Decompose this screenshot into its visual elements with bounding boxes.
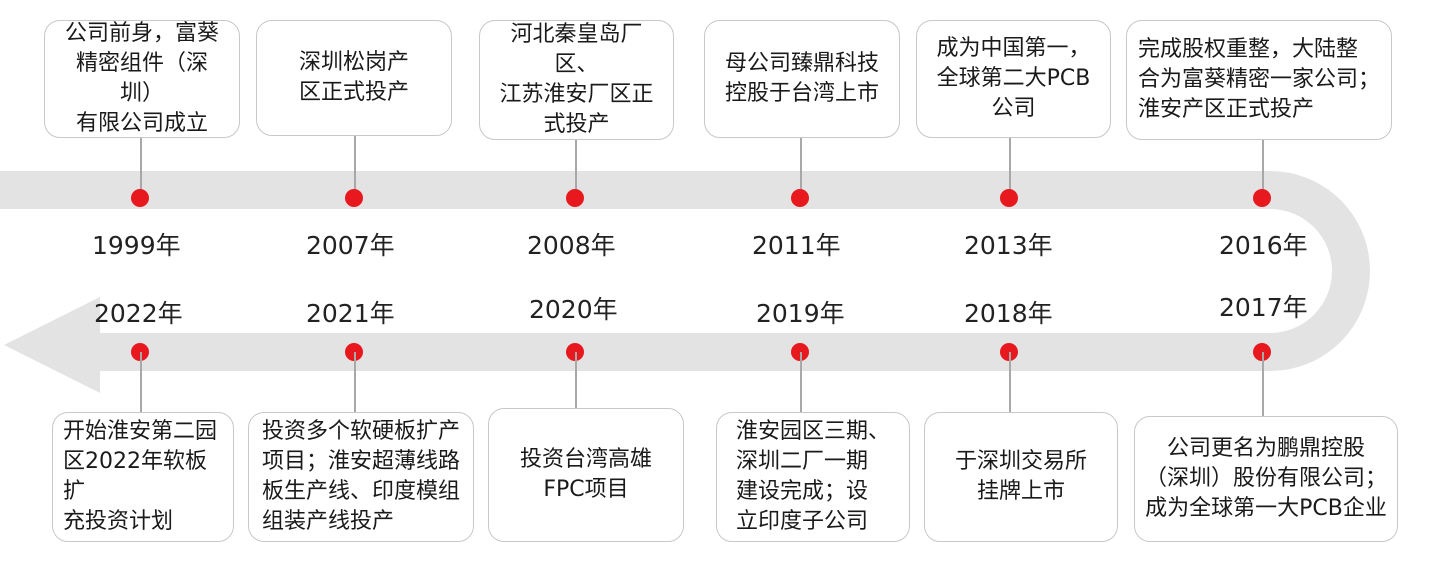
year-2007: 2007年 xyxy=(306,231,395,260)
connector-2018 xyxy=(1009,352,1011,412)
event-box-2021: 投资多个软硬板扩产 项目；淮安超薄线路 板生产线、印度模组 组装产线投产 xyxy=(248,412,474,542)
connector-2008 xyxy=(575,140,577,198)
connector-1999 xyxy=(140,138,142,198)
year-2008: 2008年 xyxy=(527,231,616,260)
dot-2008 xyxy=(566,189,584,207)
dot-1999 xyxy=(131,189,149,207)
connector-2007 xyxy=(354,136,356,198)
connector-2020 xyxy=(575,352,577,408)
event-text-2007: 深圳松岗产 区正式投产 xyxy=(298,50,409,105)
year-2011: 2011年 xyxy=(752,231,841,260)
event-box-2017: 公司更名为鹏鼎控股 （深圳）股份有限公司； 成为全球第一大PCB企业 xyxy=(1134,416,1398,542)
event-text-1999: 公司前身，富葵 精密组件（深圳） 有限公司成立 xyxy=(64,21,219,136)
event-text-2017: 公司更名为鹏鼎控股 （深圳）股份有限公司； 成为全球第一大PCB企业 xyxy=(1145,436,1388,521)
connector-2011 xyxy=(800,138,802,198)
connector-2016 xyxy=(1262,140,1264,198)
dot-2016 xyxy=(1253,189,1271,207)
dot-2013 xyxy=(1000,189,1018,207)
event-box-2013: 成为中国第一， 全球第二大PCB 公司 xyxy=(916,20,1111,138)
dot-2011 xyxy=(791,189,809,207)
year-2019: 2019年 xyxy=(756,299,845,328)
timeline-track-band xyxy=(0,171,1370,371)
year-2020: 2020年 xyxy=(529,295,618,324)
event-text-2022: 开始淮安第二园 区2022年软板扩 充投资计划 xyxy=(63,419,218,534)
dot-2007 xyxy=(345,189,363,207)
year-2017: 2017年 xyxy=(1219,293,1308,322)
event-box-1999: 公司前身，富葵 精密组件（深圳） 有限公司成立 xyxy=(44,20,240,138)
year-2018: 2018年 xyxy=(964,299,1053,328)
connector-2019 xyxy=(800,352,802,412)
year-2021: 2021年 xyxy=(306,299,395,328)
event-text-2021: 投资多个软硬板扩产 项目；淮安超薄线路 板生产线、印度模组 组装产线投产 xyxy=(261,419,460,534)
year-1999: 1999年 xyxy=(92,231,181,260)
event-text-2020: 投资台湾高雄 FPC项目 xyxy=(519,447,652,502)
connector-2022 xyxy=(140,352,142,412)
timeline-arrow-head xyxy=(4,297,100,393)
year-2022: 2022年 xyxy=(94,299,183,328)
connector-2013 xyxy=(1009,138,1011,198)
event-box-2020: 投资台湾高雄 FPC项目 xyxy=(488,408,684,542)
event-text-2018: 于深圳交易所 挂牌上市 xyxy=(954,449,1087,504)
event-text-2011: 母公司臻鼎科技 控股于台湾上市 xyxy=(724,51,879,106)
event-box-2022: 开始淮安第二园 区2022年软板扩 充投资计划 xyxy=(52,412,234,542)
event-box-2016: 完成股权重整，大陆整 合为富葵精密一家公司； 淮安产区正式投产 xyxy=(1126,20,1392,140)
connector-2021 xyxy=(354,352,356,412)
event-box-2011: 母公司臻鼎科技 控股于台湾上市 xyxy=(704,20,900,138)
event-text-2019: 淮安园区三期、 深圳二厂一期 建设完成；设 立印度子公司 xyxy=(735,419,890,534)
event-box-2008: 河北秦皇岛厂区、 江苏淮安厂区正 式投产 xyxy=(479,20,674,140)
event-text-2008: 河北秦皇岛厂区、 江苏淮安厂区正 式投产 xyxy=(499,22,654,137)
connector-2017 xyxy=(1262,352,1264,416)
event-box-2019: 淮安园区三期、 深圳二厂一期 建设完成；设 立印度子公司 xyxy=(716,412,910,542)
year-2016: 2016年 xyxy=(1219,231,1308,260)
event-box-2018: 于深圳交易所 挂牌上市 xyxy=(924,412,1118,542)
year-2013: 2013年 xyxy=(964,231,1053,260)
event-text-2013: 成为中国第一， 全球第二大PCB 公司 xyxy=(936,36,1091,121)
event-box-2007: 深圳松岗产 区正式投产 xyxy=(256,20,452,136)
event-text-2016: 完成股权重整，大陆整 合为富葵精密一家公司； 淮安产区正式投产 xyxy=(1137,37,1380,122)
